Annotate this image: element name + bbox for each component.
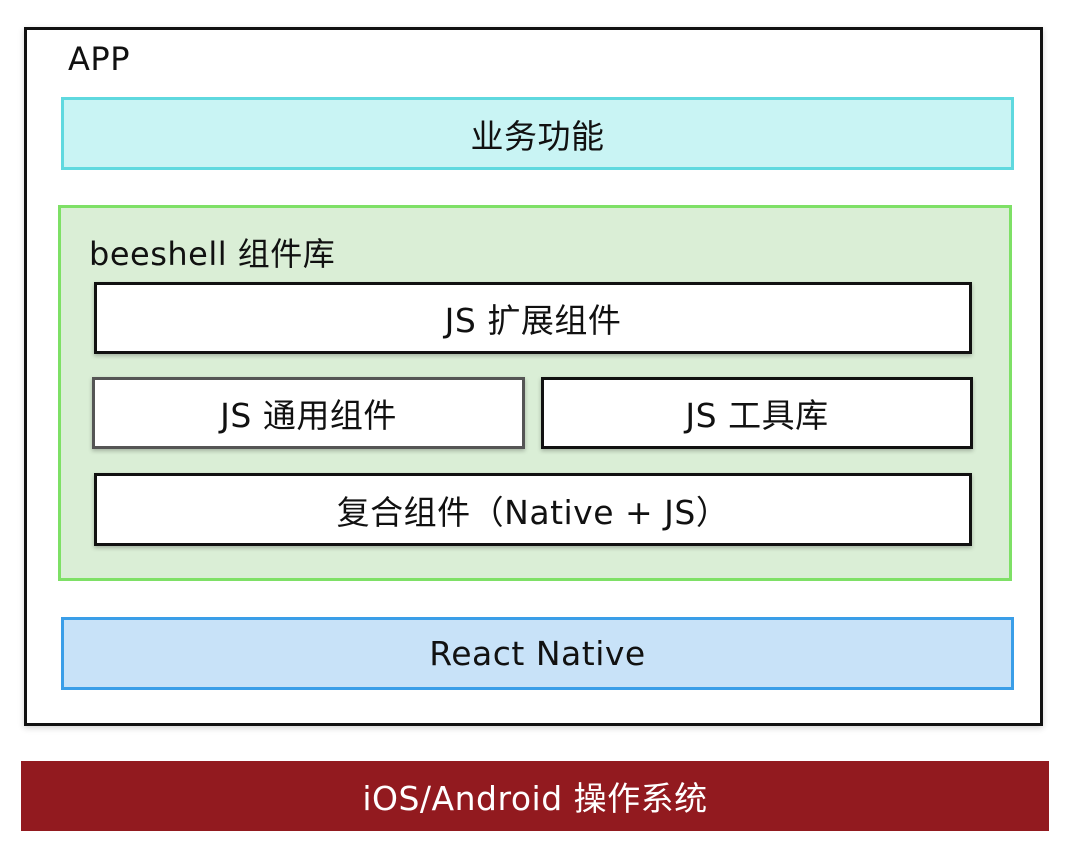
composite-components-box: 复合组件（Native + JS） [94, 473, 972, 546]
beeshell-library-label: beeshell 组件库 [89, 235, 336, 273]
js-extension-components-label: JS 扩展组件 [444, 301, 622, 340]
os-layer-box: iOS/Android 操作系统 [21, 761, 1049, 831]
react-native-box: React Native [61, 617, 1014, 690]
composite-components-label: 复合组件（Native + JS） [336, 492, 730, 532]
js-common-components-label: JS 通用组件 [220, 396, 397, 435]
js-tools-library-label: JS 工具库 [685, 396, 829, 435]
js-tools-library-box: JS 工具库 [541, 377, 973, 449]
js-extension-components-box: JS 扩展组件 [94, 282, 972, 354]
app-label: APP [68, 40, 130, 78]
business-functions-box: 业务功能 [61, 97, 1014, 170]
react-native-label: React Native [429, 634, 646, 673]
os-layer-label: iOS/Android 操作系统 [362, 779, 708, 818]
business-functions-label: 业务功能 [470, 116, 605, 156]
js-common-components-box: JS 通用组件 [92, 377, 525, 449]
